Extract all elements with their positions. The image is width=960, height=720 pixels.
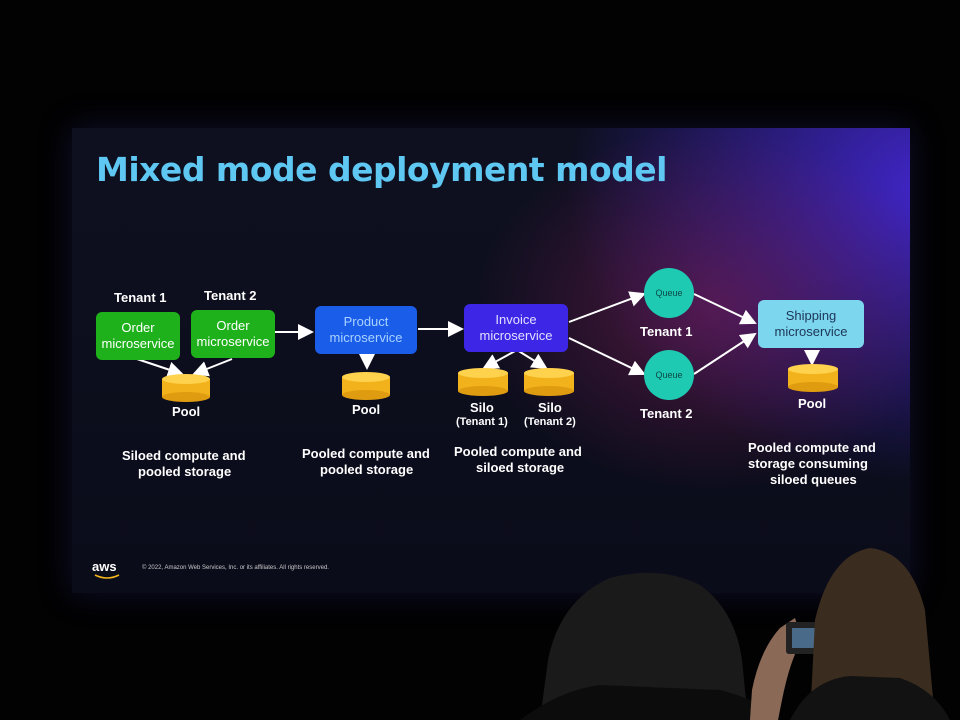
caption-4-line1: Pooled compute and: [748, 440, 876, 455]
arrow-order1-to-pool: [136, 358, 184, 378]
caption-4-line2: storage consuming: [748, 456, 868, 471]
caption-2-line1: Pooled compute and: [302, 446, 430, 461]
pool-label-2: Pool: [352, 402, 381, 417]
aws-logo: aws: [92, 559, 117, 574]
silo-tenant2-storage-icon: [524, 368, 574, 396]
arrow-invoice-to-silo1: [482, 349, 518, 369]
flow-connectors: [136, 291, 820, 378]
pool-storage-icon: [788, 364, 838, 392]
silo1-tenant: (Tenant 1): [456, 416, 508, 428]
arrow-queue2-to-shipping: [693, 332, 757, 375]
projection-screen: Mixed mode deployment model Tenant 1 Ten…: [72, 128, 910, 593]
tenant1-label: Tenant 1: [114, 290, 167, 305]
caption-1-line1: Siloed compute and: [122, 448, 246, 463]
silo2-label: Silo: [538, 400, 562, 415]
silo1-label: Silo: [470, 400, 494, 415]
pool-storage-icon: [342, 372, 390, 400]
copyright-notice: © 2022, Amazon Web Services, Inc. or its…: [142, 565, 329, 571]
arrow-invoice-to-queue1: [568, 291, 646, 323]
pool-label-1: Pool: [172, 404, 201, 419]
silo2-tenant: (Tenant 2): [524, 416, 576, 428]
audience-shoulders-left: [520, 685, 780, 720]
audience-head-right: [810, 548, 935, 720]
queue-tenant2: Queue: [644, 350, 694, 400]
queue-tenant2-label: Tenant 2: [640, 406, 693, 421]
aws-smile-icon: [94, 574, 120, 579]
audience-head-left: [540, 572, 748, 720]
caption-4-line3: siloed queues: [770, 472, 857, 487]
arrow-queue1-to-shipping: [693, 293, 757, 325]
caption-3-line1: Pooled compute and: [454, 444, 582, 459]
arrow-order2-to-pool: [192, 358, 233, 377]
pool-storage-icon: [162, 374, 210, 402]
slide-title: Mixed mode deployment model: [96, 150, 668, 189]
queue-tenant1-label: Tenant 1: [640, 324, 693, 339]
tenant2-label: Tenant 2: [204, 288, 257, 303]
audience-shoulders-right: [790, 676, 950, 720]
caption-1-line2: pooled storage: [138, 464, 232, 479]
caption-2-line2: pooled storage: [320, 462, 414, 477]
arrow-invoice-to-silo2: [516, 349, 548, 370]
caption-3-line2: siloed storage: [476, 460, 565, 475]
queue-tenant1: Queue: [644, 268, 694, 318]
arrow-invoice-to-queue2: [568, 337, 646, 376]
pool-label-4: Pool: [798, 396, 827, 411]
silo-tenant1-storage-icon: [458, 368, 508, 396]
